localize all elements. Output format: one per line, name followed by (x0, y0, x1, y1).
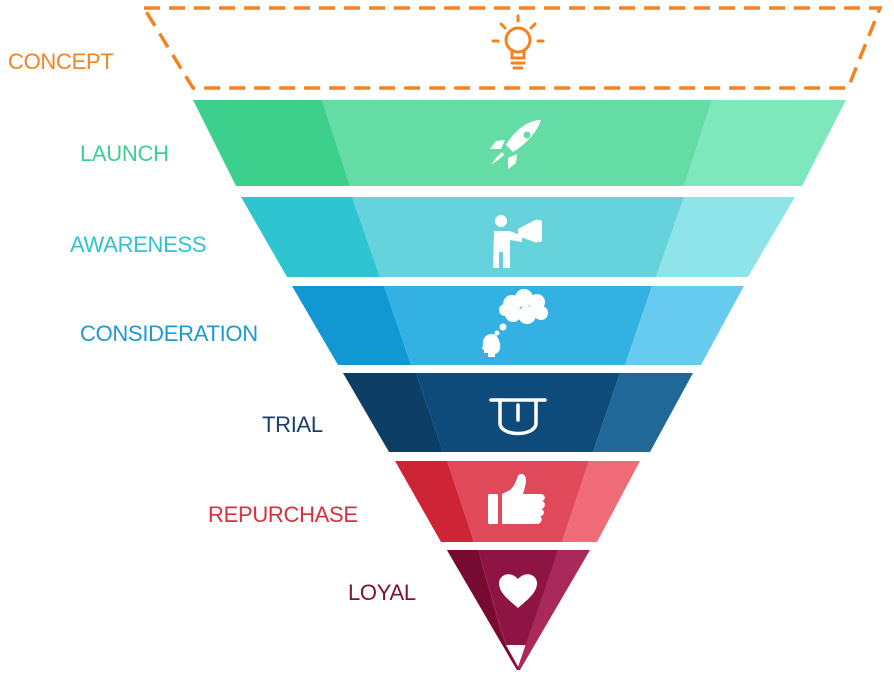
funnel-stage-launch: LAUNCH (80, 100, 846, 186)
heart-icon (499, 574, 537, 608)
funnel-stage-consideration: CONSIDERATION (80, 286, 744, 365)
thumbs-up-icon (488, 473, 545, 524)
band-left-loyal-cover (447, 550, 517, 670)
stage-label-launch: LAUNCH (80, 141, 169, 166)
stage-label-awareness: AWARENESS (70, 232, 206, 257)
stage-label-consideration: CONSIDERATION (80, 321, 258, 346)
band-left-launch (193, 100, 350, 186)
thinking-head-icon (482, 289, 548, 357)
stage-label-concept: CONCEPT (8, 49, 113, 74)
band-right-launch (684, 100, 846, 186)
funnel-stage-loyal: LOYAL (348, 550, 590, 670)
funnel-stage-awareness: AWARENESS (70, 197, 795, 277)
band-mid-consideration (384, 286, 652, 365)
stage-label-loyal: LOYAL (348, 580, 416, 605)
band-left-consideration (292, 286, 411, 365)
band-right-trial (593, 373, 693, 452)
band-left-trial (343, 373, 443, 452)
funnel-stage-concept: CONCEPT (8, 6, 883, 90)
stage-label-trial: TRIAL (262, 412, 323, 437)
megaphone-person-icon (493, 215, 542, 268)
concept-dashed-outline (140, 6, 883, 90)
stage-label-repurchase: REPURCHASE (208, 502, 358, 527)
band-left-awareness (241, 197, 380, 277)
tongue-face-icon (489, 398, 547, 436)
band-left-repurchase (395, 461, 474, 542)
band-right-repurchase (562, 461, 640, 542)
lightbulb-icon (491, 14, 545, 70)
band-right-awareness (656, 197, 795, 277)
funnel-stage-repurchase: REPURCHASE (208, 461, 640, 542)
funnel-stage-trial: TRIAL (262, 373, 693, 452)
rocket-icon (490, 120, 541, 169)
band-right-loyal (517, 550, 590, 670)
band-right-consideration (625, 286, 744, 365)
